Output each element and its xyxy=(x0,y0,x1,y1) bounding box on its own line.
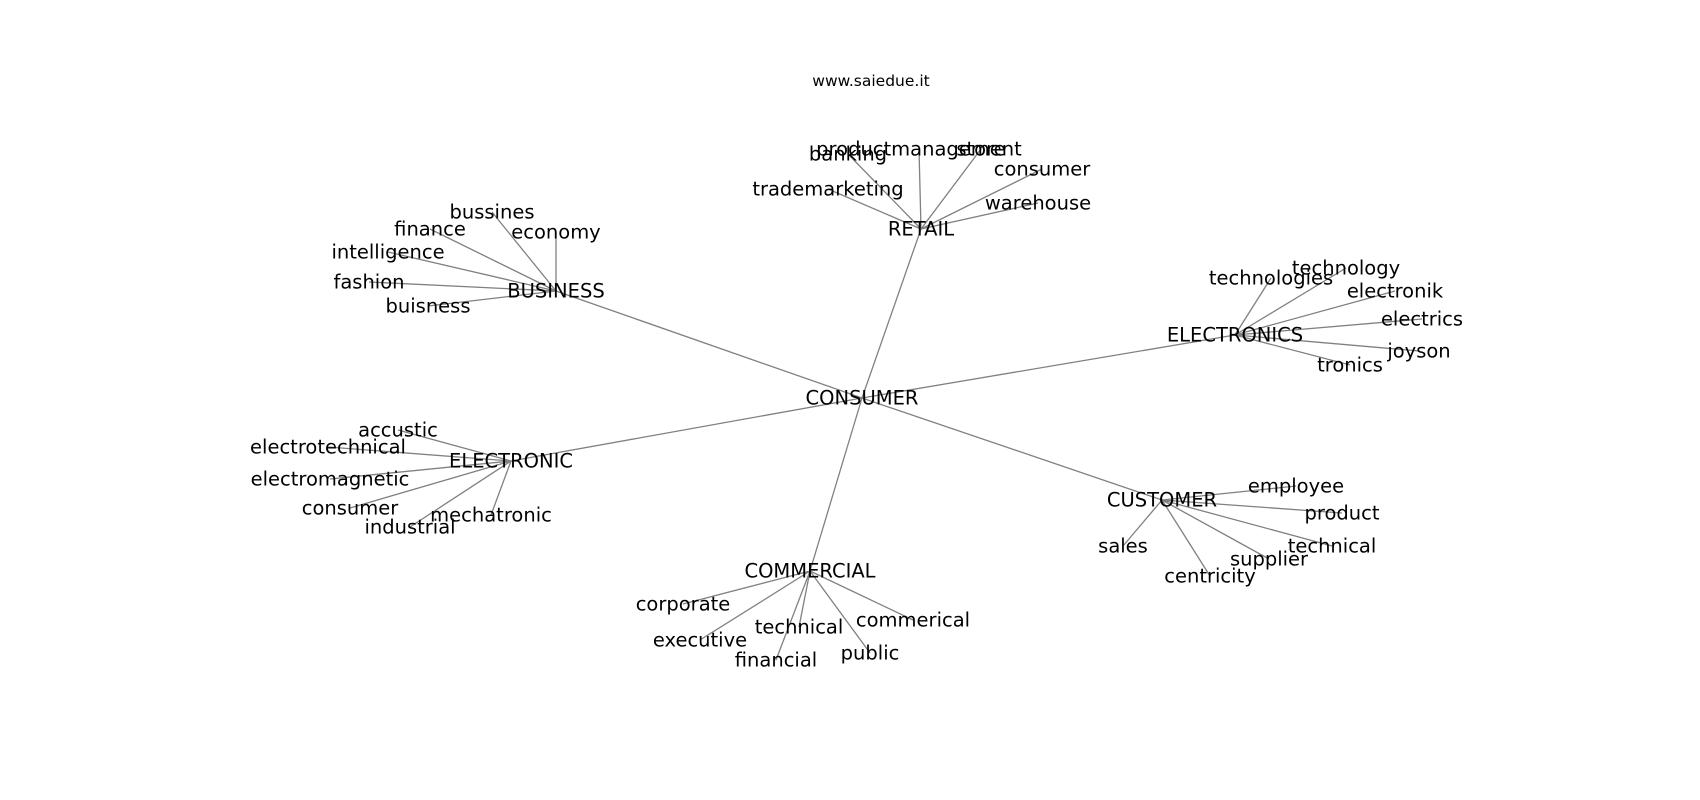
edge-center-commercial xyxy=(809,397,863,572)
edge-business-bussines xyxy=(491,211,557,292)
leaf-node-electronics-electrics: electrics xyxy=(1381,308,1463,331)
leaf-node-business-buisness: buisness xyxy=(386,295,471,318)
edge-electronics-tronics xyxy=(1234,334,1351,366)
leaf-node-retail-banking: banking xyxy=(809,143,887,166)
edge-commercial-corporate xyxy=(682,570,811,605)
edge-electronic-accustic xyxy=(397,429,512,462)
leaf-node-electronics-joyson: joyson xyxy=(1386,340,1450,363)
edge-retail-consumer xyxy=(920,168,1043,230)
leaf-node-retail-trademarketing: trademarketing xyxy=(752,178,903,201)
edge-commercial-financial xyxy=(775,570,811,661)
leaf-node-retail-consumer: consumer xyxy=(994,158,1092,181)
leaf-node-commercial-executive: executive xyxy=(653,629,747,652)
edge-commercial-commerical xyxy=(809,570,914,621)
edge-electronic-industrial xyxy=(409,460,512,528)
edge-business-fashion xyxy=(368,281,557,292)
leaf-node-customer-product: product xyxy=(1304,502,1379,525)
center-node-consumer: CONSUMER xyxy=(806,387,919,410)
edge-customer-product xyxy=(1161,499,1343,514)
watermark: www.saiedue.it xyxy=(812,72,930,90)
leaf-node-commercial-technical: technical xyxy=(755,616,844,639)
leaf-node-electronics-technology: technology xyxy=(1292,257,1400,280)
edge-retail-banking xyxy=(847,153,922,230)
edge-electronics-technology xyxy=(1234,267,1347,336)
edge-center-customer xyxy=(861,397,1163,501)
edge-commercial-technical xyxy=(798,570,811,628)
leaf-node-customer-centricity: centricity xyxy=(1164,565,1255,588)
edge-customer-technical xyxy=(1161,499,1333,547)
leaf-node-electronics-tronics: tronics xyxy=(1317,354,1383,377)
edge-customer-centricity xyxy=(1161,499,1211,577)
leaf-node-commercial-financial: financial xyxy=(735,649,817,672)
edge-electronic-electrotechnical xyxy=(327,446,512,462)
edge-electronics-joyson xyxy=(1234,334,1420,352)
edge-retail-warehouse xyxy=(920,202,1039,230)
hub-node-customer: CUSTOMER xyxy=(1107,489,1217,512)
leaf-node-commercial-commerical: commerical xyxy=(856,609,970,632)
leaf-node-customer-employee: employee xyxy=(1248,475,1344,498)
leaf-node-business-fashion: fashion xyxy=(333,271,404,294)
edge-electronic-electromagnetic xyxy=(329,460,512,480)
leaf-node-business-finance: finance xyxy=(394,218,466,241)
edge-commercial-public xyxy=(809,570,871,654)
edge-center-electronics xyxy=(861,334,1236,399)
edge-electronics-electronik xyxy=(1234,290,1396,336)
edge-electronics-technologies xyxy=(1234,277,1272,336)
edge-business-intelligence xyxy=(387,251,557,292)
hub-node-commercial: COMMERCIAL xyxy=(744,560,875,583)
leaf-node-electronic-electrotechnical: electrotechnical xyxy=(250,436,406,459)
edge-commercial-executive xyxy=(699,570,811,641)
hub-node-retail: RETAIL xyxy=(888,218,954,241)
edge-retail-productmanagement xyxy=(918,148,922,230)
edge-customer-employee xyxy=(1161,485,1297,501)
edge-center-electronic xyxy=(510,397,863,462)
edge-electronics-electrics xyxy=(1234,318,1423,336)
edge-business-buisness xyxy=(427,290,557,307)
edge-electronic-consumer xyxy=(349,460,512,509)
leaf-node-customer-technical: technical xyxy=(1288,535,1377,558)
hub-node-business: BUSINESS xyxy=(507,280,604,303)
leaf-node-customer-sales: sales xyxy=(1098,535,1148,558)
edge-center-retail xyxy=(861,228,922,399)
leaf-node-customer-supplier: supplier xyxy=(1230,548,1309,571)
edge-electronic-mechatronic xyxy=(490,460,512,516)
leaf-node-electronic-consumer: consumer xyxy=(302,497,400,520)
leaf-node-electronic-mechatronic: mechatronic xyxy=(430,504,552,527)
leaf-node-electronics-technologies: technologies xyxy=(1209,267,1333,290)
leaf-node-retail-productmanagement: productmanagement xyxy=(816,138,1022,161)
leaf-node-business-economy: economy xyxy=(511,221,600,244)
leaf-node-business-bussines: bussines xyxy=(450,201,535,224)
edge-retail-trademarketing xyxy=(827,188,922,230)
hub-node-electronic: ELECTRONIC xyxy=(449,450,573,473)
leaf-node-electronic-industrial: industrial xyxy=(364,516,455,539)
leaf-node-commercial-corporate: corporate xyxy=(636,593,731,616)
leaf-node-business-intelligence: intelligence xyxy=(331,241,444,264)
edge-customer-supplier xyxy=(1161,499,1270,560)
leaf-node-retail-store: store xyxy=(956,138,1005,161)
leaf-node-electronic-electromagnetic: electromagnetic xyxy=(251,468,410,491)
leaf-node-electronic-accustic: accustic xyxy=(358,419,438,442)
leaf-node-electronics-electronik: electronik xyxy=(1347,280,1444,303)
edge-center-business xyxy=(555,290,863,399)
edge-customer-sales xyxy=(1122,499,1163,547)
leaf-node-retail-warehouse: warehouse xyxy=(985,192,1091,215)
edge-retail-store xyxy=(920,148,982,230)
edge-business-finance xyxy=(429,228,557,292)
hub-node-electronics: ELECTRONICS xyxy=(1167,324,1303,347)
leaf-node-commercial-public: public xyxy=(841,642,900,665)
